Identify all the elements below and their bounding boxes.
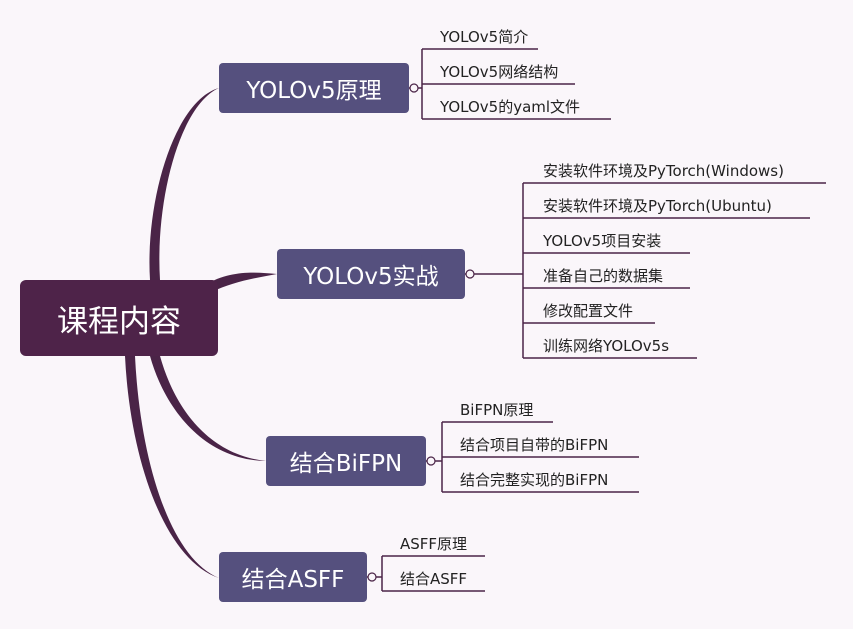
collapse-toggle-icon	[465, 269, 475, 279]
topic-bifpn[interactable]: 结合BiFPN	[266, 436, 426, 486]
subtopic-asff-principle[interactable]: ASFF原理	[400, 535, 468, 553]
topic-yolov5-principle[interactable]: YOLOv5原理	[219, 63, 409, 113]
topic-label: YOLOv5实战	[303, 264, 439, 290]
branch-link-principle	[149, 88, 219, 280]
topic-label: 结合BiFPN	[289, 451, 403, 477]
subtopic-bifpn-builtin[interactable]: 结合项目自带的BiFPN	[460, 436, 609, 454]
root-label: 课程内容	[57, 303, 181, 340]
subtopic-yolov5-intro[interactable]: YOLOv5简介	[440, 28, 529, 46]
branch-link-bifpn	[150, 356, 266, 461]
subtopic-prepare-dataset[interactable]: 准备自己的数据集	[543, 267, 664, 285]
topic-yolov5-practice[interactable]: YOLOv5实战	[277, 249, 465, 299]
subtopic-project-install[interactable]: YOLOv5项目安装	[543, 232, 662, 250]
topic-label: 结合ASFF	[241, 567, 345, 593]
subtopic-env-ubuntu[interactable]: 安装软件环境及PyTorch(Ubuntu)	[543, 197, 772, 215]
subtopic-bifpn-full[interactable]: 结合完整实现的BiFPN	[460, 471, 609, 489]
subtopic-modify-config[interactable]: 修改配置文件	[543, 302, 634, 320]
branch-link-asff	[125, 356, 219, 578]
branch-link-practice	[205, 272, 277, 292]
topic-label: YOLOv5原理	[246, 78, 382, 104]
subtopic-train-yolov5s[interactable]: 训练网络YOLOv5s	[543, 337, 670, 355]
collapse-toggle-icon	[367, 572, 377, 582]
subtopic-asff-combine[interactable]: 结合ASFF	[400, 570, 468, 588]
subtopic-env-windows[interactable]: 安装软件环境及PyTorch(Windows)	[543, 162, 784, 180]
collapse-toggle-icon	[409, 83, 419, 93]
subtopic-yolov5-yaml[interactable]: YOLOv5的yaml文件	[440, 98, 581, 116]
subtopic-bifpn-principle[interactable]: BiFPN原理	[460, 401, 534, 419]
subtopic-yolov5-network[interactable]: YOLOv5网络结构	[440, 63, 559, 81]
collapse-toggle-icon	[426, 456, 436, 466]
root-node[interactable]: 课程内容	[20, 280, 218, 356]
topic-asff[interactable]: 结合ASFF	[219, 552, 367, 602]
